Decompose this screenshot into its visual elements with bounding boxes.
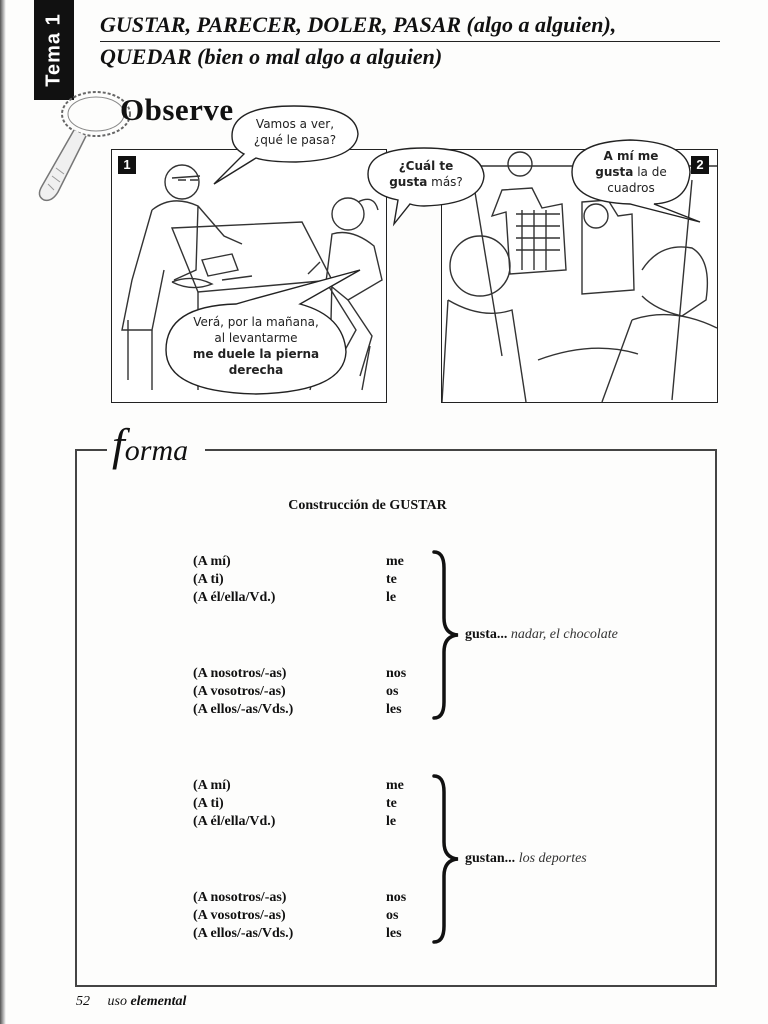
tema-tab: Tema 1	[34, 0, 74, 100]
clitic: les	[386, 702, 402, 717]
clitic-column-group2-top: me te le	[386, 777, 404, 831]
panel-2-number: 2	[691, 156, 709, 174]
clitic-column-group1-top: me te le	[386, 553, 404, 607]
page-title-line2: QUEDAR (bien o mal algo a alguien)	[100, 44, 443, 69]
tema-tab-label: Tema 1	[42, 13, 65, 87]
forma-box	[75, 449, 717, 987]
pronoun: (A vosotros/-as)	[193, 908, 286, 923]
pronoun: (A ti)	[193, 796, 224, 811]
clitic: nos	[386, 666, 407, 681]
bubble-bold-verb: gusta	[595, 165, 634, 179]
bubble-line: cuadros	[607, 181, 655, 195]
pronoun: (A vosotros/-as)	[193, 684, 286, 699]
examples-gustan: los deportes	[518, 851, 587, 866]
verb-line-gusta: gusta... nadar, el chocolate	[465, 627, 618, 643]
observe-heading: Observe	[120, 92, 234, 127]
bubble-line-rest: más?	[427, 175, 463, 189]
clitic: le	[386, 590, 397, 605]
bubble-line: A mí me	[603, 149, 659, 163]
verb-gusta: gusta...	[465, 627, 508, 642]
verb-line-gustan: gustan... los deportes	[465, 851, 587, 867]
bubble-bold-verb: gusta	[389, 175, 428, 189]
pronoun-column-group2-bottom: (A nosotros/-as) (A vosotros/-as) (A ell…	[193, 889, 293, 943]
magnifying-glass-icon	[38, 91, 131, 202]
pronoun: (A ti)	[193, 572, 224, 587]
clitic-column-group2-bottom: nos os les	[386, 889, 406, 943]
scan-edge	[0, 0, 6, 1024]
clitic: me	[386, 778, 404, 793]
pronoun: (A ellos/-as/Vds.)	[193, 926, 294, 941]
clitic: te	[386, 796, 397, 811]
pronoun: (A nosotros/-as)	[193, 890, 287, 905]
book-prefix: uso	[107, 994, 127, 1009]
panel-1-number: 1	[118, 156, 136, 174]
clitic-column-group1-bottom: nos os les	[386, 665, 406, 719]
forma-rest: orma	[124, 434, 189, 467]
clitic: les	[386, 926, 402, 941]
forma-heading: forma	[112, 418, 188, 471]
page-title-line1: GUSTAR, PARECER, DOLER, PASAR (algo a al…	[100, 12, 617, 37]
pronoun: (A él/ella/Vd.)	[193, 814, 276, 829]
construction-title: Construcción de GUSTAR	[288, 498, 447, 513]
bubble-checked: A mí me gusta la de cuadros	[576, 148, 686, 196]
curly-brace-icon	[432, 550, 459, 720]
pronoun-column-group1-top: (A mí) (A ti) (A él/ella/Vd.)	[193, 553, 275, 607]
pronoun-column-group1-bottom: (A nosotros/-as) (A vosotros/-as) (A ell…	[193, 665, 293, 719]
pronoun: (A ellos/-as/Vds.)	[193, 702, 294, 717]
book-level: elemental	[130, 994, 187, 1009]
clitic: os	[386, 908, 399, 923]
bubble-line-bold: derecha	[228, 363, 284, 377]
pronoun: (A mí)	[193, 554, 231, 569]
forma-rule-right	[205, 449, 715, 451]
bubble-line: Verá, por la mañana,	[193, 315, 319, 329]
clitic: te	[386, 572, 397, 587]
forma-initial: f	[112, 419, 125, 470]
page-footer: 52 uso elemental	[76, 994, 186, 1010]
bubble-line: ¿Cuál te	[398, 159, 454, 173]
bubble-line: ¿qué le pasa?	[253, 133, 337, 147]
bubble-what-happens: Vamos a ver, ¿qué le pasa?	[240, 116, 350, 148]
pronoun: (A él/ella/Vd.)	[193, 590, 276, 605]
bubble-leg-hurts: Verá, por la mañana, al levantarme me du…	[170, 314, 342, 378]
verb-gustan: gustan...	[465, 851, 516, 866]
bubble-line-rest: la de	[633, 165, 667, 179]
clitic: nos	[386, 890, 407, 905]
page-number: 52	[76, 994, 90, 1009]
forma-rule-left	[75, 449, 107, 451]
bubble-line: Vamos a ver,	[255, 117, 335, 131]
examples-gusta: nadar, el chocolate	[510, 627, 618, 642]
bubble-which: ¿Cuál te gusta más?	[374, 158, 478, 190]
clitic: os	[386, 684, 399, 699]
pronoun-column-group2-top: (A mí) (A ti) (A él/ella/Vd.)	[193, 777, 275, 831]
clitic: me	[386, 554, 404, 569]
curly-brace-icon	[432, 774, 459, 944]
pronoun: (A nosotros/-as)	[193, 666, 287, 681]
bubble-line-bold: me duele la pierna	[192, 347, 320, 361]
clitic: le	[386, 814, 397, 829]
pronoun: (A mí)	[193, 778, 231, 793]
bubble-line: al levantarme	[214, 331, 298, 345]
title-rule	[100, 41, 720, 42]
